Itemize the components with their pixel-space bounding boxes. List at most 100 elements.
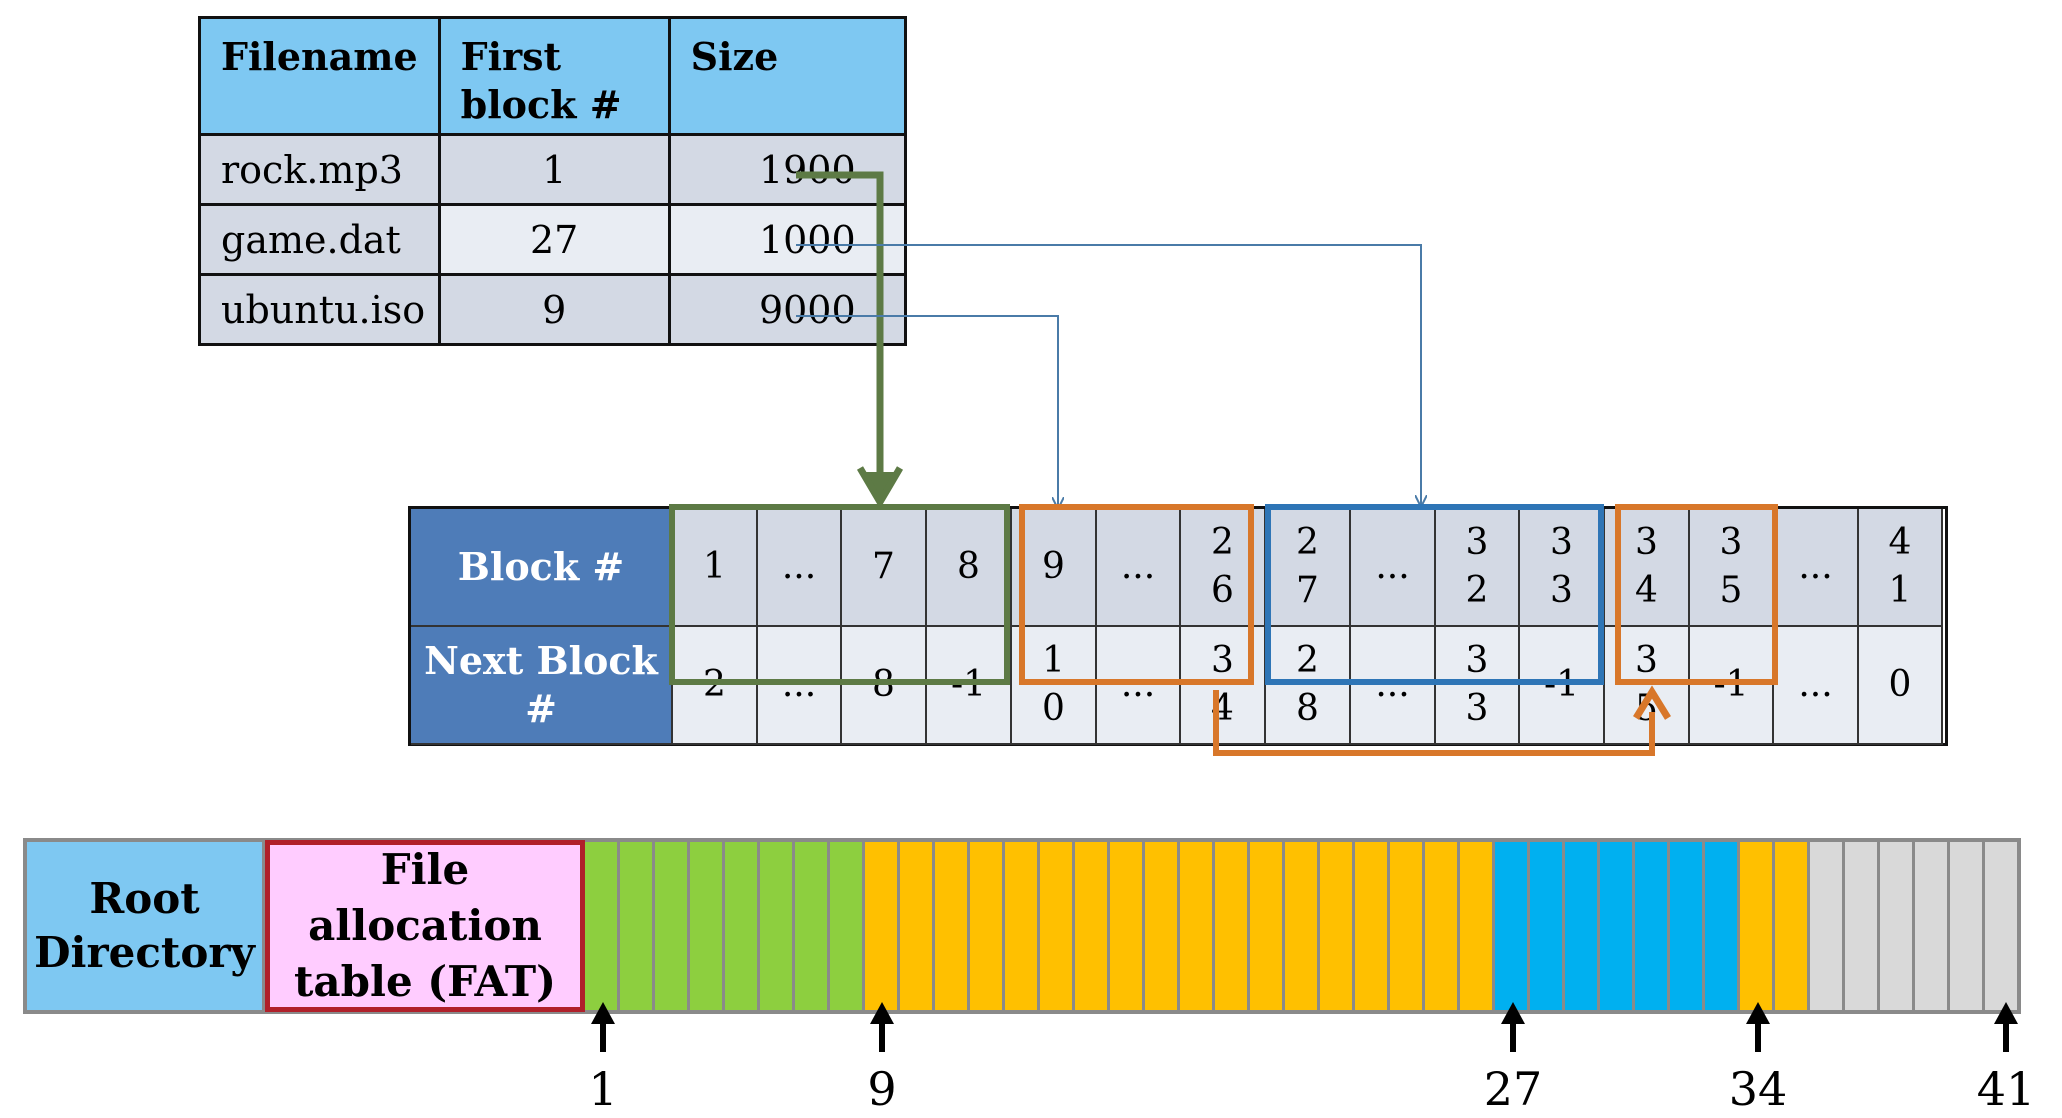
disk-block-gray [1915,842,1950,1010]
disk-block-blue [1495,842,1530,1010]
disk-block-green [690,842,725,1010]
filename-cell: game.dat [198,203,441,276]
header-filename: Filename [198,16,441,136]
cell-digit: -1 [1543,664,1580,705]
cell-digit: -1 [950,664,987,705]
cell-digit: 3 [1465,688,1489,729]
block-number-cell: ... [758,509,842,627]
cell-digit: 1 [1042,640,1065,681]
disk-block-orange [900,842,935,1010]
root-label-line2: Directory [34,928,255,977]
next-block-cell: -1 [1690,627,1774,745]
cell-digit: 4 [1888,522,1912,563]
directory-table: Filename First block # Size rock.mp3 1 1… [198,16,907,346]
next-block-cell: -1 [927,627,1012,745]
root-directory-region: Root Directory [27,842,265,1010]
cell-digit: 5 [1635,688,1658,729]
cell-digit: 6 [1211,570,1234,611]
cell-digit: 4 [1635,570,1658,611]
header-first-block-line1: First [460,34,562,79]
fat-label-line1: File [380,845,470,894]
disk-block-green [760,842,795,1010]
disk-layout: Root Directory File allocation table (FA… [23,838,2021,1014]
disk-block-orange [1075,842,1110,1010]
disk-block-green [620,842,655,1010]
first-block-cell: 27 [437,203,671,276]
cell-digit: 4 [1211,688,1234,729]
cell-digit: 0 [1888,664,1912,705]
root-label-line1: Root [89,874,200,923]
directory-header-row: Filename First block # Size [198,16,907,136]
next-block-cell: 8 [842,627,927,745]
cell-digit: 8 [1296,688,1319,729]
cell-digit: ... [1798,546,1833,587]
disk-block-blue [1635,842,1670,1010]
cell-digit: 3 [1211,640,1234,681]
block-number-cell: ... [1097,509,1181,627]
disk-block-green [655,842,690,1010]
cell-digit: 1 [1888,570,1912,611]
cell-digit: ... [1120,664,1156,705]
disk-block-orange [1390,842,1425,1010]
disk-block-gray [1985,842,2017,1010]
directory-row: game.dat 27 1000 [198,203,907,276]
cell-digit: 5 [1719,570,1743,611]
disk-block-green [725,842,760,1010]
block-marker-label: 1 [588,1062,618,1116]
disk-block-orange [1040,842,1075,1010]
disk-block-orange [865,842,900,1010]
cell-digit: ... [1798,664,1833,705]
cell-digit: 7 [1296,570,1319,611]
block-marker-label: 34 [1728,1062,1788,1116]
first-block-cell: 1 [437,133,671,206]
cell-digit: 8 [957,546,980,587]
disk-block-blue [1565,842,1600,1010]
disk-block-orange [1145,842,1180,1010]
cell-digit: 0 [1042,688,1065,729]
cell-digit: 3 [1465,522,1489,563]
block-number-cell: 7 [842,509,927,627]
block-marker-label: 9 [867,1062,897,1116]
next-block-cell: ... [1097,627,1181,745]
disk-block-orange [1320,842,1355,1010]
fat-label-line2: allocation [308,901,542,950]
block-number-cell: 1 [673,509,758,627]
next-block-cell: 2 [673,627,758,745]
disk-block-gray [1810,842,1845,1010]
data-blocks [585,842,2017,1010]
block-marker-label: 27 [1483,1062,1543,1116]
disk-block-orange [1250,842,1285,1010]
disk-block-orange [1460,842,1495,1010]
next-block-label-line2: # [525,686,557,731]
filename-cell: ubuntu.iso [198,273,441,346]
fat-region: File allocation table (FAT) [265,840,585,1012]
disk-block-green [830,842,865,1010]
cell-digit: 2 [1211,522,1234,563]
header-size: Size [667,16,907,136]
cell-digit: 3 [1635,522,1658,563]
cell-digit: 8 [872,664,895,705]
next-block-label-line1: Next Block [424,638,658,683]
disk-block-green [795,842,830,1010]
disk-block-orange [1425,842,1460,1010]
next-block-cell: ... [1351,627,1436,745]
disk-block-orange [970,842,1005,1010]
directory-row: rock.mp3 1 1900 [198,133,907,206]
disk-block-orange [1005,842,1040,1010]
next-block-cell: ... [1774,627,1859,745]
cell-digit: ... [1120,546,1156,587]
header-first-block-line2: block # [460,82,622,127]
disk-block-gray [1845,842,1880,1010]
cell-digit: 2 [1296,640,1319,681]
disk-block-orange [1285,842,1320,1010]
